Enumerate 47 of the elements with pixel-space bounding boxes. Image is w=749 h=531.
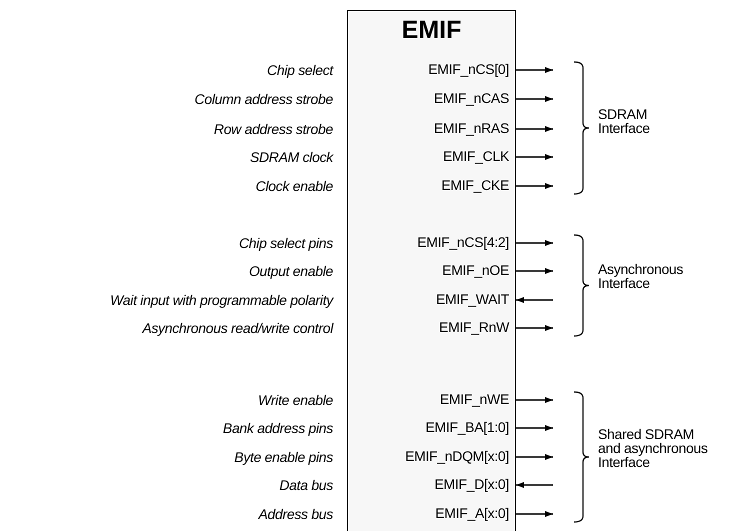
arrow	[516, 425, 553, 431]
pin-name: EMIF_nOE	[442, 262, 515, 278]
signal-description: Address bus	[258, 506, 333, 522]
block-title: EMIF	[400, 15, 462, 45]
signal-description: Data bus	[279, 476, 333, 494]
arrow	[516, 183, 553, 189]
arrow	[516, 67, 553, 73]
signal-description: Row address strobe	[214, 120, 333, 138]
arrow	[516, 126, 553, 132]
pin-name: EMIF_nRAS	[434, 120, 515, 136]
pin-name: EMIF_nCS[0]	[428, 60, 515, 78]
arrow	[516, 297, 553, 303]
signal-description: Byte enable pins	[234, 448, 333, 466]
arrow	[516, 482, 553, 488]
pin-name: EMIF_WAIT	[436, 290, 515, 308]
signal-description: Column address strobe	[194, 90, 333, 108]
signal-description: Clock enable	[256, 178, 333, 194]
signal-description: Chip select	[267, 62, 333, 78]
pin-name: EMIF_A[x:0]	[435, 504, 515, 522]
arrow	[516, 325, 553, 331]
arrow	[516, 96, 553, 102]
signal-description: Wait input with programmable polarity	[110, 292, 333, 308]
signal-description: Write enable	[258, 392, 333, 408]
pin-name: EMIF_BA[1:0]	[425, 418, 515, 436]
interface-label: Shared SDRAM and asynchronous Interface	[598, 427, 709, 469]
interface-label: Asynchronous Interface	[598, 262, 684, 290]
signal-description: SDRAM clock	[250, 148, 333, 166]
block-box	[347, 10, 516, 531]
signal-description: Asynchronous read/write control	[142, 320, 333, 336]
arrow	[516, 154, 553, 160]
pin-name: EMIF_CKE	[441, 176, 515, 194]
arrow	[516, 240, 553, 246]
signal-description: Output enable	[248, 262, 333, 280]
arrow	[516, 268, 553, 274]
pin-name: EMIF_nCAS	[434, 90, 515, 106]
pin-name: EMIF_D[x:0]	[434, 476, 515, 492]
pin-name: EMIF_nDQM[x:0]	[405, 448, 515, 464]
signal-description: Chip select pins	[238, 234, 333, 252]
pin-name: EMIF_nWE	[440, 390, 515, 408]
interface-label: SDRAM Interface	[598, 107, 651, 135]
arrow	[516, 397, 553, 403]
pin-name: EMIF_nCS[4:2]	[417, 234, 515, 250]
pin-name: EMIF_CLK	[442, 148, 515, 164]
pin-name: EMIF_RnW	[439, 318, 515, 336]
signal-description: Bank address pins	[222, 420, 333, 436]
arrow	[516, 511, 553, 517]
arrow	[516, 454, 553, 460]
